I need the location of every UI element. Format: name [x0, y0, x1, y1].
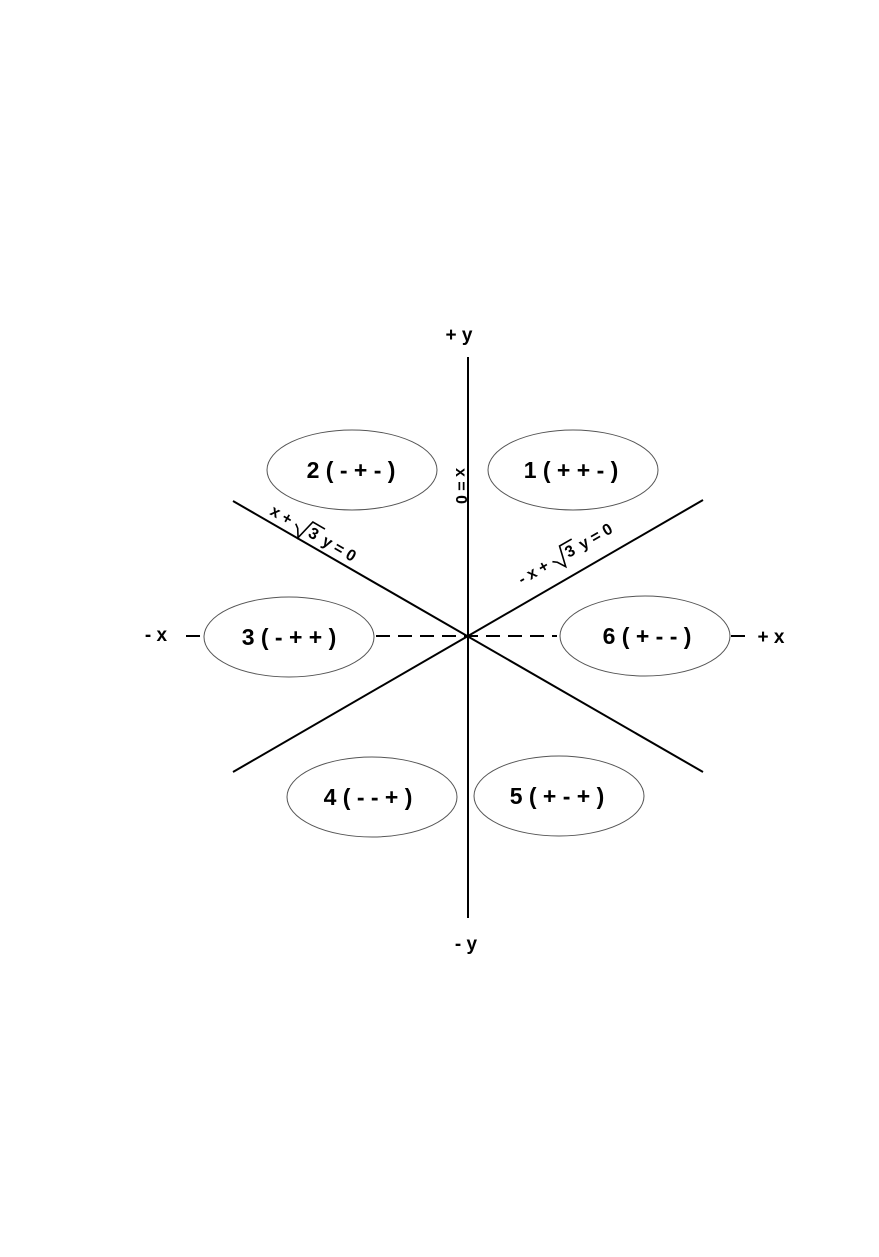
right-eq-radicand: 3 [562, 542, 578, 561]
left-eq-post: y = 0 [319, 533, 359, 566]
region-ellipse-4 [286, 756, 458, 838]
right-eq-radical-sign [552, 538, 573, 569]
neg-y-label: - y [455, 934, 478, 955]
region-label-5: 5 ( + - + ) [510, 783, 605, 809]
region-ellipse-3 [203, 596, 375, 678]
region-label-2: 2 ( - + - ) [307, 457, 396, 483]
region-ellipse-1 [487, 429, 659, 511]
region-label-3: 3 ( - + + ) [242, 624, 337, 650]
region-ellipse-2 [266, 429, 438, 511]
pos-x-label: + x [758, 627, 785, 648]
left-eq-pre: x + [267, 503, 295, 529]
left-eq-radical-sign [295, 521, 326, 540]
region-ellipse-6 [559, 595, 731, 677]
pos-y-label: + y [446, 325, 473, 346]
left-diagonal-equation: x + 3 y = 0 [267, 503, 359, 566]
vertical-line-equation: x = 0 [452, 468, 469, 504]
right-eq-post: y = 0 [576, 521, 616, 554]
region-label-6: 6 ( + - - ) [603, 623, 692, 649]
right-eq-pre: - x + [516, 558, 553, 589]
neg-x-label: - x [145, 625, 168, 646]
region-ellipse-5 [473, 755, 645, 837]
region-label-4: 4 ( - - + ) [324, 784, 413, 810]
region-label-1: 1 ( + + - ) [524, 457, 619, 483]
